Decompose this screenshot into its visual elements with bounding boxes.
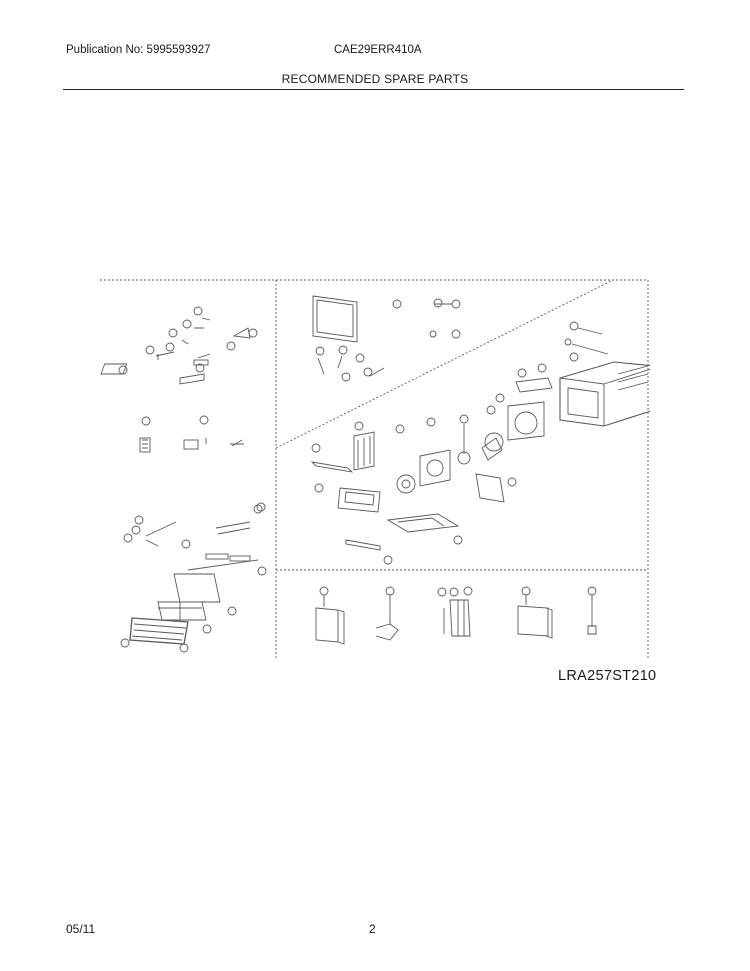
middle-right-group (310, 414, 517, 565)
section-title: RECOMMENDED SPARE PARTS (281, 72, 469, 86)
header-rule (63, 89, 684, 90)
diagram-frame (100, 279, 649, 660)
publication-number: Publication No: 5995593927 (66, 44, 211, 56)
page-number: 2 (369, 922, 376, 936)
footer-date: 05/11 (66, 922, 96, 936)
upper-right-group (312, 295, 650, 441)
exploded-parts-diagram (100, 279, 650, 660)
left-grille-group (120, 502, 267, 653)
model-number: CAE29ERR410A (334, 44, 422, 56)
bottom-right-group (315, 586, 597, 645)
diagram-reference-code: LRA257ST210 (558, 668, 657, 684)
left-hardware-group (100, 306, 258, 385)
left-mid-group (139, 415, 244, 453)
